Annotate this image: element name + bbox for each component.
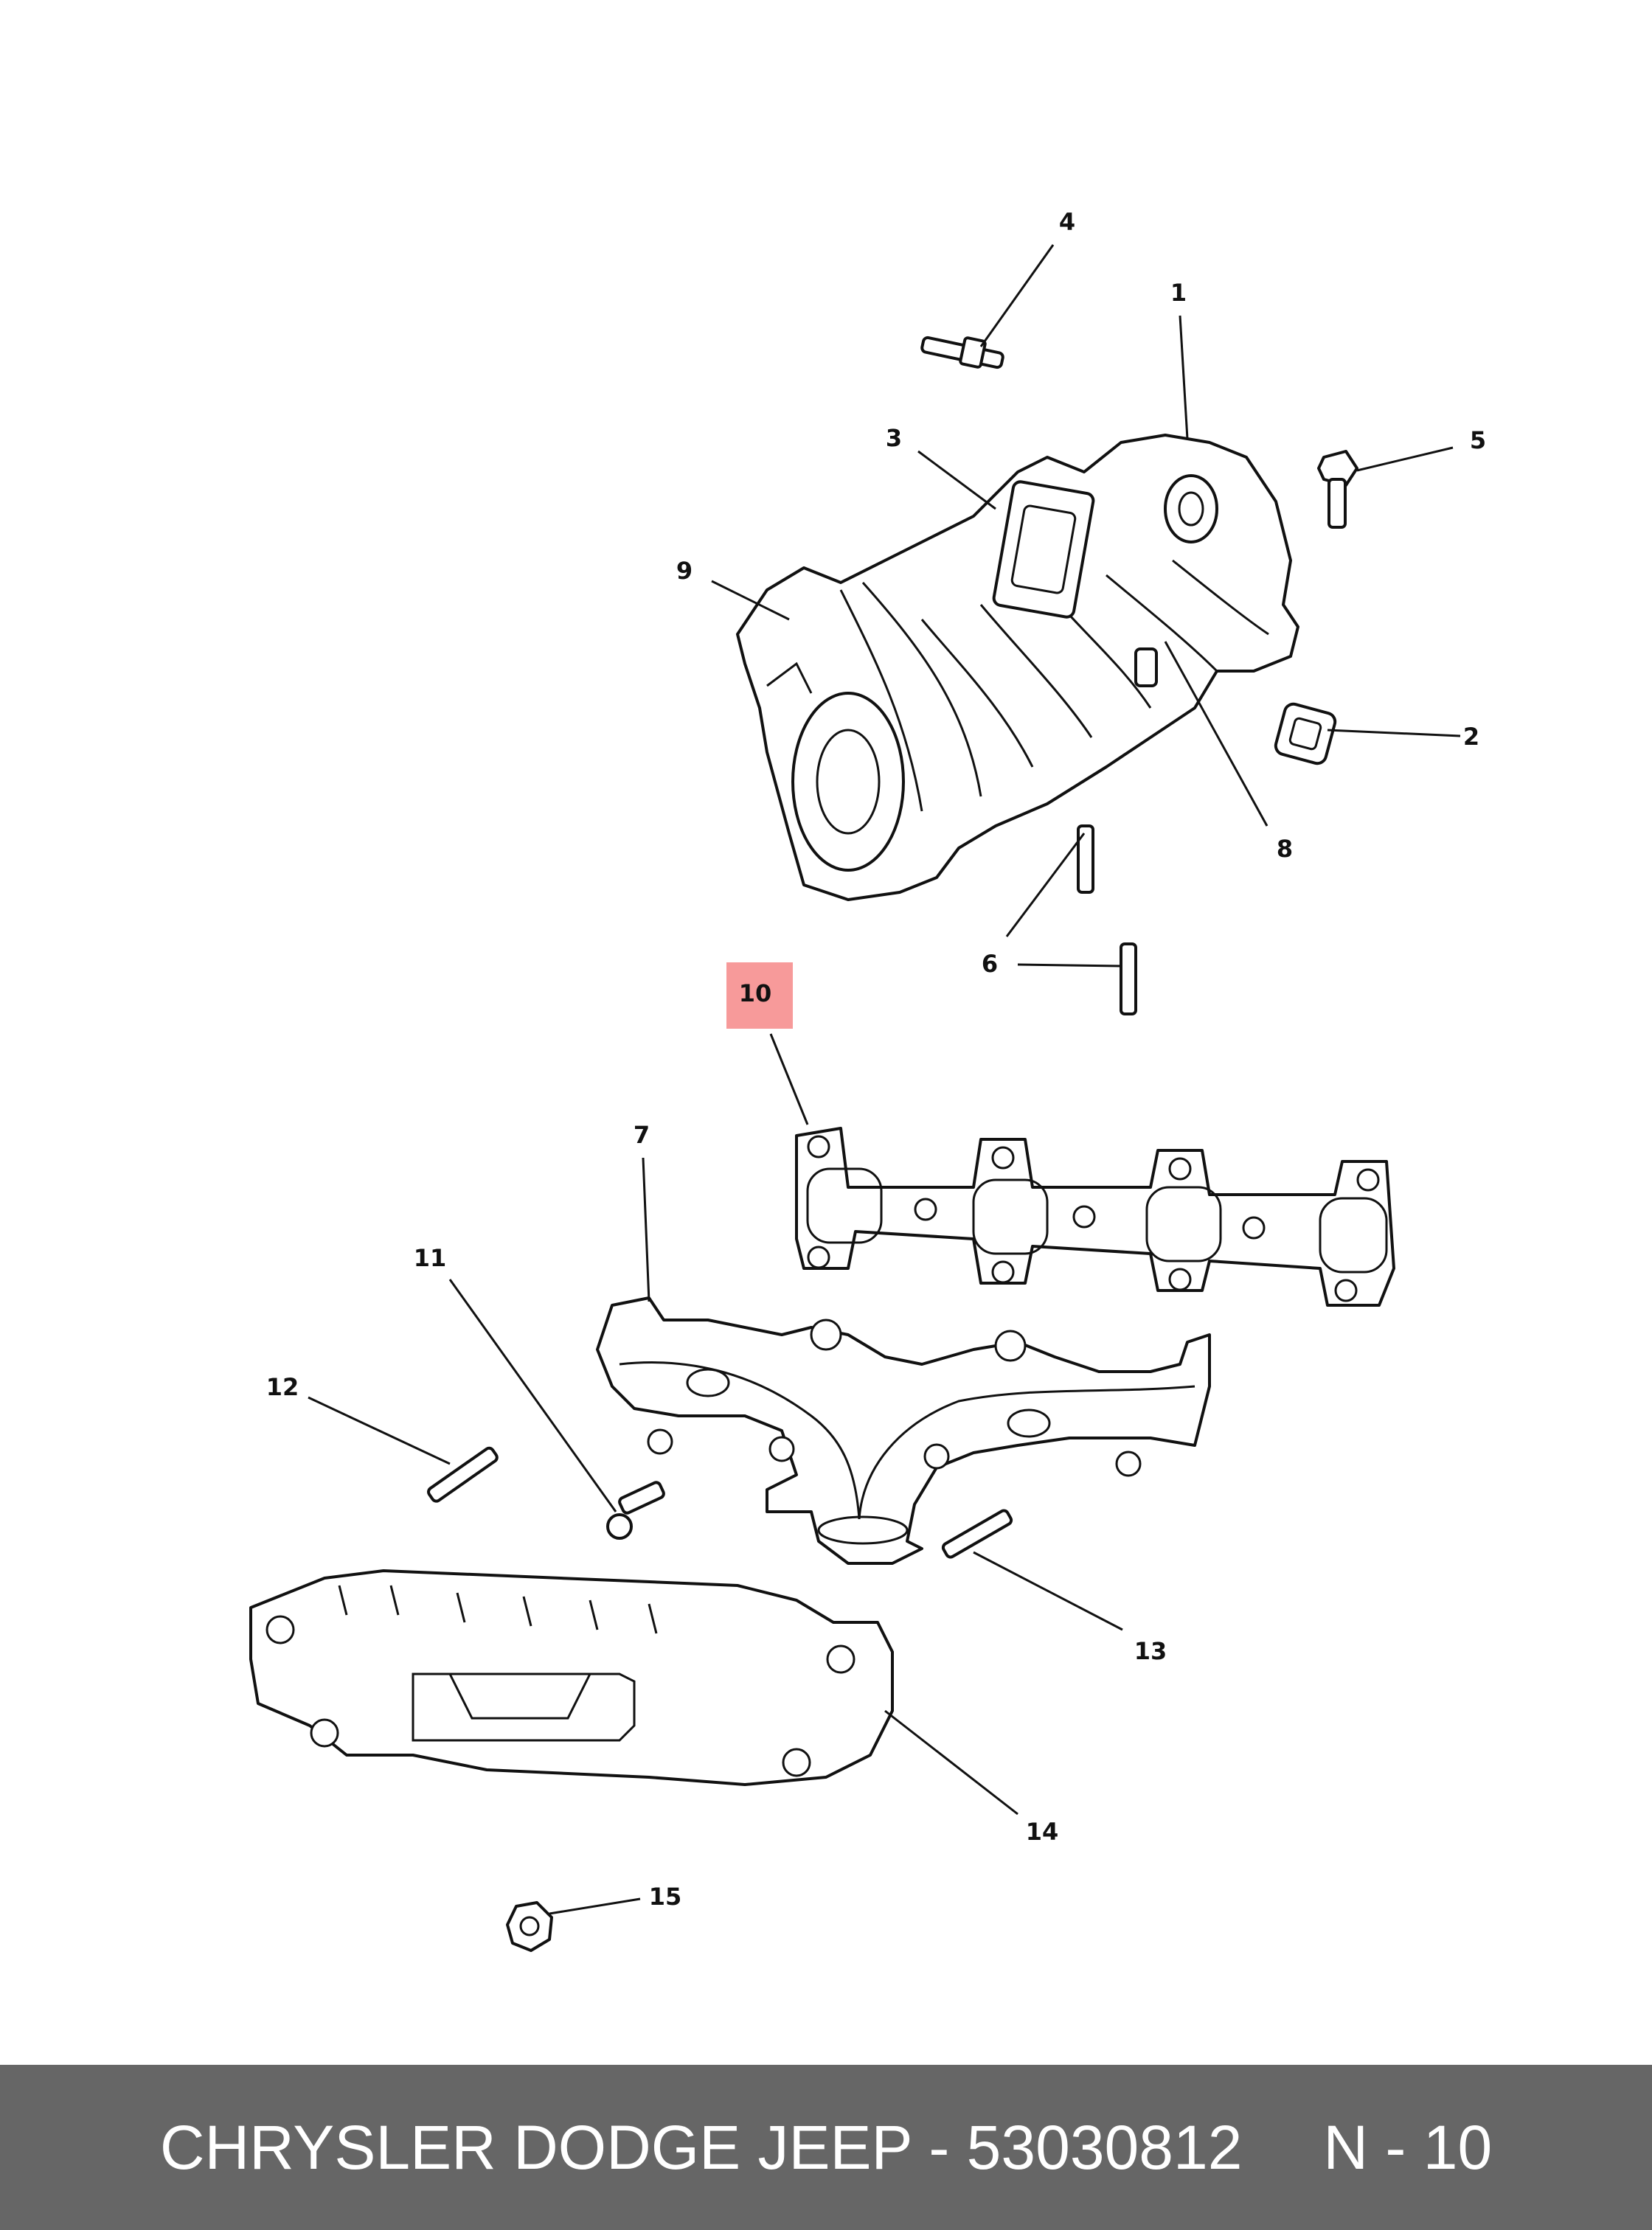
highlight-box <box>726 962 793 1029</box>
nut-15 <box>506 1901 553 1952</box>
callout-2: 2 <box>1463 723 1479 751</box>
footer-ref-text: N - 10 <box>1323 2112 1493 2182</box>
callout-10: 10 <box>739 979 772 1007</box>
callout-1: 1 <box>1170 279 1187 307</box>
callout-14: 14 <box>1026 1818 1059 1846</box>
callout-11: 11 <box>414 1244 447 1272</box>
callout-12: 12 <box>266 1373 299 1401</box>
stud-13 <box>941 1509 1013 1559</box>
parts-diagram: 1 2 3 4 5 6 7 8 9 10 11 12 13 14 15 <box>249 208 1486 1952</box>
stud-12 <box>427 1446 499 1503</box>
callout-6: 6 <box>982 950 998 978</box>
studs-6 <box>1077 824 1137 1015</box>
exhaust-manifold <box>596 1296 1211 1565</box>
heat-shield <box>249 1569 894 1786</box>
callout-labels: 1 2 3 4 5 6 7 8 9 10 11 12 13 14 15 <box>266 208 1486 1911</box>
intake-manifold <box>736 434 1299 901</box>
bolt-11 <box>606 1481 665 1540</box>
callout-5: 5 <box>1470 426 1486 454</box>
small-gasket-2 <box>1274 702 1337 765</box>
footer-part-text: CHRYSLER DODGE JEEP - 53030812 <box>159 2112 1243 2182</box>
callout-15: 15 <box>649 1883 682 1911</box>
bolt-5 <box>1317 450 1358 529</box>
footer-bar: CHRYSLER DODGE JEEP - 53030812 N - 10 <box>0 2065 1652 2230</box>
exhaust-manifold-gasket <box>795 1127 1395 1307</box>
bolt-4 <box>920 336 1004 369</box>
callout-13: 13 <box>1134 1637 1167 1665</box>
leader-lines <box>308 244 1461 1915</box>
callout-9: 9 <box>676 557 693 585</box>
callout-7: 7 <box>634 1121 650 1149</box>
callout-8: 8 <box>1277 835 1293 863</box>
callout-4: 4 <box>1059 208 1075 236</box>
callout-3: 3 <box>886 424 902 452</box>
